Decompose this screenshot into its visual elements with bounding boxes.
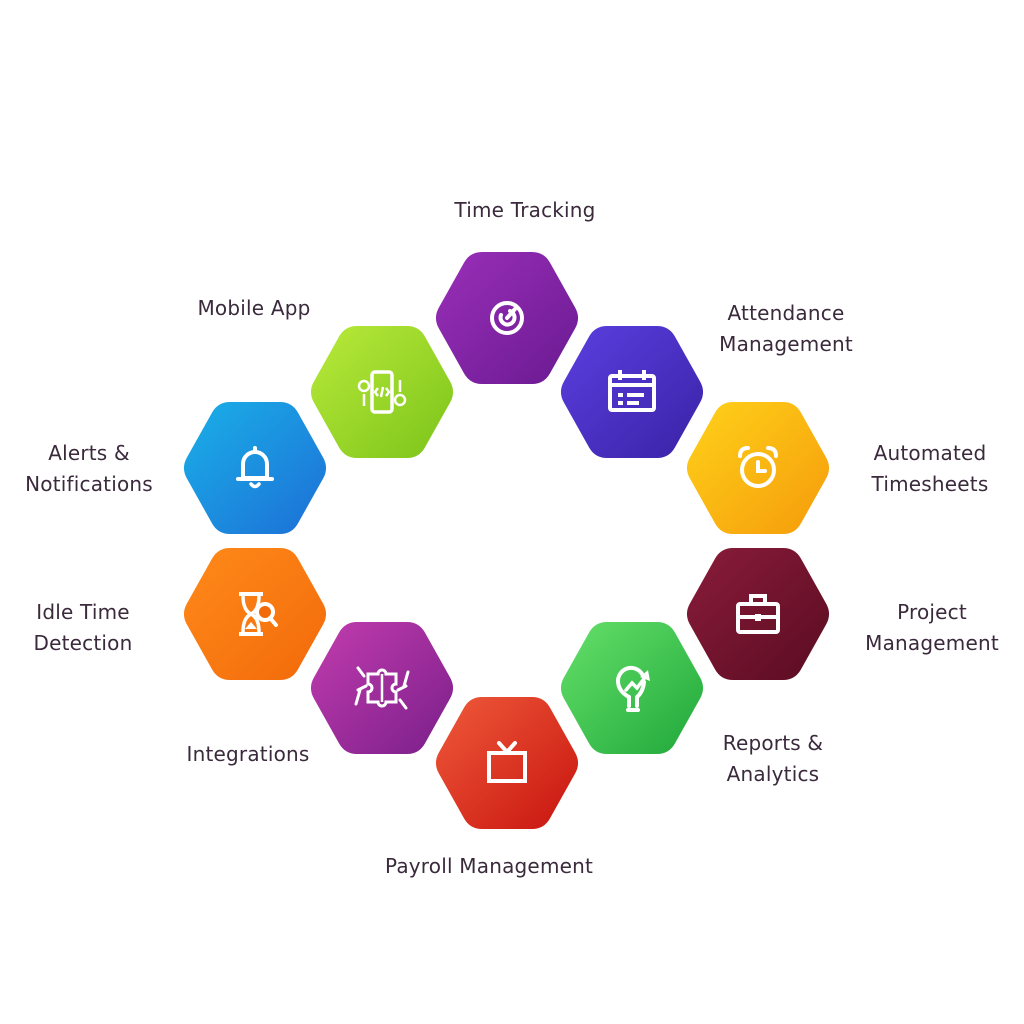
briefcase-icon <box>736 594 780 634</box>
label-reports-analytics: Reports & Analytics <box>723 728 823 790</box>
puzzle-hands-icon <box>354 666 410 710</box>
label-line: Management <box>719 332 853 356</box>
hexagon-shape-attendance-management <box>560 326 704 458</box>
label-line: Management <box>865 631 999 655</box>
hexagon-shape-payroll-management <box>435 697 579 829</box>
hexagon-idle-time-detection <box>183 548 327 680</box>
label-integrations: Integrations <box>186 739 309 770</box>
label-time-tracking: Time Tracking <box>454 195 595 226</box>
label-line: Attendance <box>727 301 845 325</box>
hexagon-shape-idle-time-detection <box>183 548 327 680</box>
hexagon-shape-reports-analytics <box>560 622 704 754</box>
label-line: Idle Time <box>36 600 130 624</box>
hexagon-automated-timesheets <box>686 402 830 534</box>
hexagon-mobile-app <box>310 326 454 458</box>
hexagon-project-management <box>686 548 830 680</box>
hexagon-attendance-management <box>560 326 704 458</box>
stopwatch-target-icon <box>490 301 524 335</box>
label-line: Automated <box>873 441 987 465</box>
label-line: Alerts & <box>48 441 130 465</box>
label-line: Analytics <box>726 762 820 786</box>
label-line: Time Tracking <box>454 198 596 222</box>
label-line: Project <box>897 600 967 624</box>
label-line: Notifications <box>25 472 153 496</box>
hexagon-payroll-management <box>435 697 579 829</box>
label-line: Mobile App <box>197 296 311 320</box>
hexagon-reports-analytics <box>560 622 704 754</box>
alarm-clock-icon <box>738 446 778 488</box>
calendar-icon <box>608 370 656 412</box>
label-line: Integrations <box>186 742 310 766</box>
label-line: Timesheets <box>871 472 989 496</box>
lightbulb-growth-icon <box>615 665 650 712</box>
label-mobile-app: Mobile App <box>197 293 310 324</box>
hourglass-search-icon <box>239 592 278 636</box>
mobile-code-icon <box>357 370 407 414</box>
hexagon-alerts-notifications <box>183 402 327 534</box>
label-payroll-management: Payroll Management <box>385 851 593 882</box>
bell-icon <box>236 446 274 489</box>
hexagon-integrations <box>310 622 454 754</box>
label-line: Payroll Management <box>384 854 594 878</box>
label-alerts-notifications: Alerts & Notifications <box>25 438 153 500</box>
label-line: Reports & <box>722 731 824 755</box>
hexagon-time-tracking <box>435 252 579 384</box>
tv-screen-icon <box>487 741 527 783</box>
label-line: Detection <box>33 631 133 655</box>
hexagon-shape-alerts-notifications <box>183 402 327 534</box>
